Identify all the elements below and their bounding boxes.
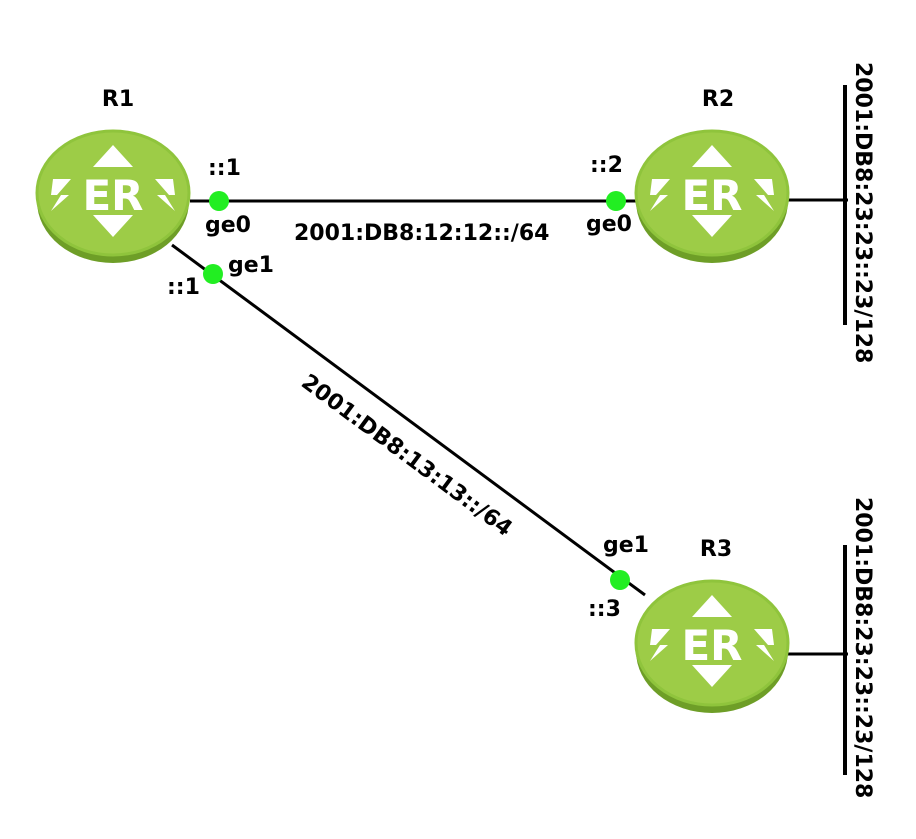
interface-dot-r1-ge0[interactable]	[209, 191, 229, 211]
iface-r2-ge0: ge0	[586, 212, 632, 237]
iface-r1-ge0: ge0	[205, 213, 251, 238]
router-label-r1: R1	[102, 87, 134, 112]
addr-r2-ge0: ::2	[590, 153, 623, 178]
router-r1[interactable]	[35, 129, 191, 265]
router-er-icon	[35, 129, 191, 265]
link-r1-r3	[171, 243, 646, 597]
loopback-r2-prefix: 2001:DB8:23:23::23/128	[850, 62, 875, 363]
router-label-r3: R3	[700, 537, 732, 562]
loopback-r3-prefix: 2001:DB8:23:23::23/128	[850, 497, 875, 798]
router-r2[interactable]	[634, 129, 790, 265]
iface-r3-ge1: ge1	[603, 533, 649, 558]
interface-dot-r2-ge0[interactable]	[606, 191, 626, 211]
router-er-icon	[634, 129, 790, 265]
interface-dot-r3-ge1[interactable]	[610, 570, 630, 590]
addr-r1-ge0: ::1	[208, 156, 241, 181]
addr-r1-ge1: ::1	[167, 275, 200, 300]
subnet-link-r1-r3: 2001:DB8:13:13::/64	[296, 370, 516, 542]
router-r3[interactable]	[634, 579, 790, 715]
addr-r3-ge1: ::3	[588, 597, 621, 622]
router-label-r2: R2	[702, 87, 734, 112]
iface-r1-ge1: ge1	[228, 253, 274, 278]
subnet-link-r1-r2: 2001:DB8:12:12::/64	[294, 221, 549, 246]
interface-dot-r1-ge1[interactable]	[203, 264, 223, 284]
router-er-icon	[634, 579, 790, 715]
